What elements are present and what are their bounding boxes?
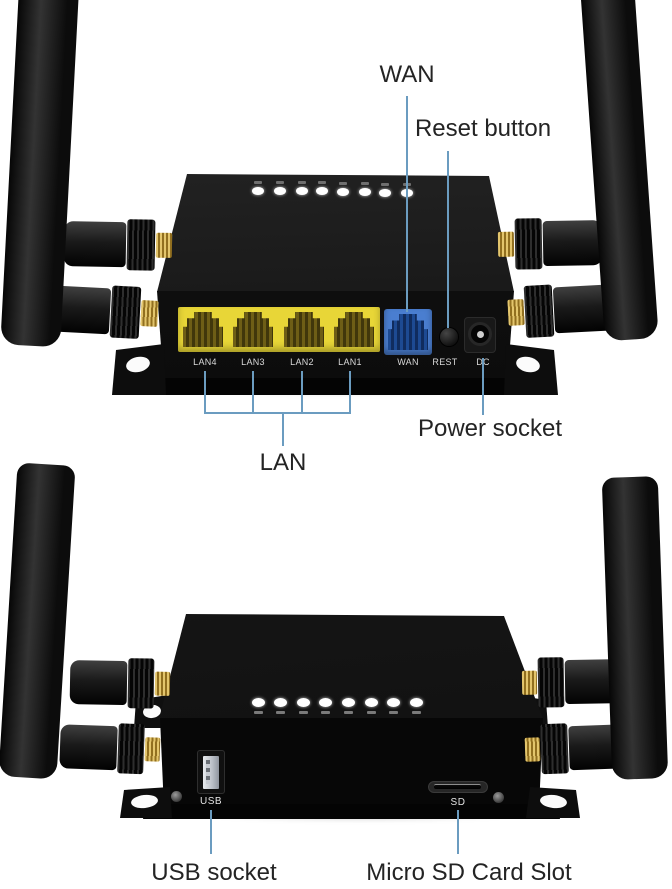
led-indicator bbox=[410, 698, 423, 714]
led-indicator bbox=[297, 698, 310, 714]
led-indicator bbox=[387, 698, 400, 714]
panel-screw-left bbox=[171, 791, 182, 802]
lan-port-block bbox=[178, 307, 380, 352]
antenna-connector-right-upper-front bbox=[521, 657, 623, 708]
led-indicator bbox=[337, 182, 349, 196]
lan-stem-line bbox=[282, 412, 284, 446]
sd-silkscreen-label: SD bbox=[450, 797, 466, 808]
usb-annotation: USB socket bbox=[151, 859, 277, 886]
port-label-lan3: LAN3 bbox=[241, 357, 265, 367]
port-label-wan: WAN bbox=[397, 357, 419, 367]
wan-port bbox=[384, 309, 432, 355]
sd-card-slit bbox=[434, 784, 481, 789]
led-indicator bbox=[342, 698, 355, 714]
wan-annotation: WAN bbox=[379, 61, 435, 88]
antenna-right-front-view bbox=[601, 476, 669, 780]
sma-gold-connector bbox=[521, 670, 538, 695]
reset-button bbox=[440, 328, 458, 346]
antenna-knurl bbox=[117, 723, 145, 774]
sma-gold-connector bbox=[524, 737, 541, 762]
lan-bracket-line bbox=[204, 412, 351, 414]
reset-leader-line bbox=[447, 151, 449, 328]
led-indicator bbox=[316, 181, 328, 195]
led-indicator bbox=[274, 181, 286, 195]
led-indicator bbox=[379, 183, 391, 197]
dc-socket-pin bbox=[477, 331, 484, 338]
lan-leader-line bbox=[252, 371, 254, 413]
power-leader-line bbox=[482, 358, 484, 415]
lan-leader-line bbox=[204, 371, 206, 413]
port-label-lan4: LAN4 bbox=[193, 357, 217, 367]
usb-silkscreen-label: USB bbox=[199, 796, 223, 807]
reset-annotation: Reset button bbox=[414, 115, 552, 142]
antenna-connector-left-lower-front bbox=[59, 723, 161, 774]
led-indicator bbox=[359, 182, 371, 196]
usb-leader-line bbox=[210, 810, 212, 854]
antenna-knurl bbox=[537, 657, 565, 708]
usb-port-pins bbox=[206, 760, 210, 784]
led-indicator bbox=[252, 698, 265, 714]
wan-leader-line bbox=[406, 96, 408, 312]
power-annotation: Power socket bbox=[417, 415, 563, 442]
lan-leader-line bbox=[349, 371, 351, 413]
antenna-barrel bbox=[59, 724, 118, 771]
antenna-barrel bbox=[69, 660, 128, 706]
led-indicator bbox=[319, 698, 332, 714]
sma-gold-connector bbox=[144, 737, 161, 762]
panel-screw-right bbox=[493, 792, 504, 803]
led-indicator bbox=[252, 181, 264, 195]
port-label-rest: REST bbox=[432, 357, 458, 367]
sd-annotation: Micro SD Card Slot bbox=[366, 859, 572, 886]
led-indicator bbox=[365, 698, 378, 714]
port-label-lan1: LAN1 bbox=[338, 357, 362, 367]
lan-leader-line bbox=[301, 371, 303, 413]
antenna-knurl bbox=[540, 723, 569, 774]
led-indicator bbox=[296, 181, 308, 195]
led-indicator bbox=[274, 698, 287, 714]
antenna-knurl bbox=[127, 658, 155, 709]
sd-leader-line bbox=[457, 810, 459, 854]
lan-annotation: LAN bbox=[259, 449, 307, 476]
port-label-lan2: LAN2 bbox=[290, 357, 314, 367]
antenna-connector-left-upper-front bbox=[69, 658, 171, 709]
sma-gold-connector bbox=[154, 671, 171, 696]
